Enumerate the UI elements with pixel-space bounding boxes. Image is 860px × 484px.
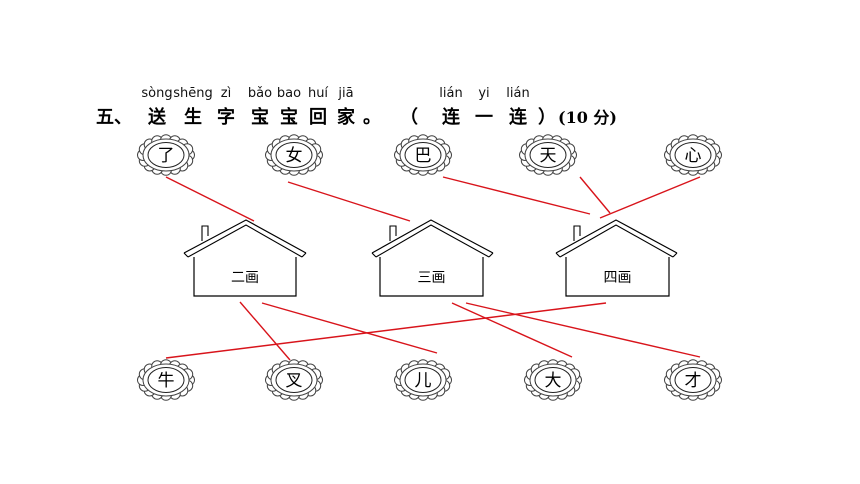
pinyin-9: lián [439,86,463,101]
top-char-3-text: 天 [540,146,557,166]
top-char-4: 心 [664,134,722,176]
title-char-3: 宝 [251,107,269,128]
title-char-11: 连 [509,107,527,128]
match-lines [165,176,701,361]
match-line-0 [165,176,255,222]
top-char-2: 巴 [394,134,452,176]
title-char-6: 家 [337,107,355,128]
house-2: 四画 [555,219,678,297]
pinyin-2: zì [220,86,232,101]
bottom-char-3: 大 [524,359,582,401]
bottom-char-4-text: 才 [685,371,702,391]
top-char-1: 女 [265,134,323,176]
match-line-4 [599,176,701,219]
title-char-4: 宝 [280,107,298,128]
bottom-char-2-text: 儿 [415,371,432,391]
pinyin-0: sòng [141,86,173,101]
match-line-8 [451,302,573,358]
bottom-char-1: 叉 [265,359,323,401]
match-line-6 [239,301,291,361]
pinyin-1: shēng [173,86,213,101]
match-line-2 [442,176,591,215]
title-char-2: 字 [217,107,235,128]
pinyin-5: huí [307,86,329,101]
match-line-1 [287,181,411,222]
pinyin-11: lián [506,86,530,101]
house-0: 二画 [183,219,307,297]
bottom-char-2: 儿 [394,359,452,401]
title-char-0: 送 [148,107,166,128]
top-char-0: 了 [137,134,195,176]
match-line-9 [465,302,701,358]
title-char-8: （ [400,107,418,128]
bottom-char-3-text: 大 [545,371,562,391]
title-char-1: 生 [184,107,202,128]
top-char-4-text: 心 [685,146,702,166]
match-line-3 [579,176,611,214]
top-char-1-text: 女 [286,146,303,166]
top-char-2-text: 巴 [415,146,432,166]
pinyin-3: bǎo [247,86,273,101]
title-char-10: 一 [475,107,493,128]
match-line-7 [261,302,438,354]
title-char-12: ） [538,107,556,128]
pinyin-10: yi [478,86,490,101]
match-line-5 [165,302,607,359]
top-char-3: 天 [519,134,577,176]
bottom-char-0: 牛 [137,359,195,401]
pinyin-4: bao [276,86,302,101]
top-char-0-text: 了 [158,146,175,166]
bottom-char-4: 才 [664,359,722,401]
title-char-9: 连 [442,107,460,128]
exercise-number: 五、 [96,107,132,128]
house-0-label: 二画 [231,270,259,286]
bottom-char-1-text: 叉 [286,371,303,391]
house-1-label: 三画 [418,270,446,286]
title-char-5: 回 [309,107,327,128]
bottom-char-0-text: 牛 [158,371,175,391]
pinyin-6: jiā [338,86,354,101]
exercise-points: (10 分) [558,108,617,127]
title-char-7: 。 [363,107,381,128]
house-2-label: 四画 [604,270,632,286]
house-1: 三画 [371,219,494,297]
